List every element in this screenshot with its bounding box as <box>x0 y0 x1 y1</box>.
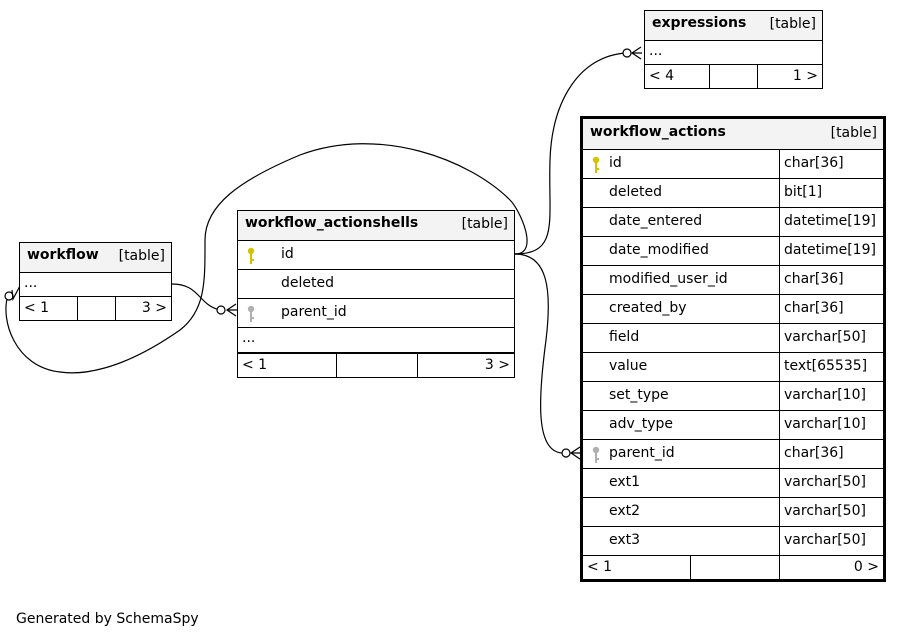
children-count[interactable]: 3 > <box>484 357 510 373</box>
column-type: varchar[50] <box>784 503 866 519</box>
column-name: adv_type <box>609 416 674 432</box>
column-name: ext3 <box>609 532 641 548</box>
crowfoot-icon <box>569 446 581 460</box>
more-columns: ... <box>24 275 38 291</box>
column-row[interactable]: id char[36] <box>583 150 883 179</box>
table-workflow-actions[interactable]: workflow_actions [table] id char[36] delet… <box>580 116 886 582</box>
crowfoot-icon <box>630 46 642 60</box>
children-count[interactable]: 3 > <box>141 300 167 316</box>
column-type: char[36] <box>784 155 844 171</box>
column-name: created_by <box>609 300 687 316</box>
table-workflow[interactable]: workflow [table] ... < 1 3 > <box>19 242 172 321</box>
foreign-key-icon <box>247 305 255 322</box>
more-columns-row: ... <box>20 273 171 297</box>
crowfoot-icon <box>225 303 237 317</box>
column-row[interactable]: adv_type varchar[10] <box>583 411 883 440</box>
more-columns-row: ... <box>645 41 822 65</box>
table-name: workflow <box>27 247 99 263</box>
column-row[interactable]: ext1 varchar[50] <box>583 469 883 498</box>
edge-actionshells-to-expressions <box>514 52 627 255</box>
column-name: ext2 <box>609 503 641 519</box>
column-name: field <box>609 329 640 345</box>
table-header: workflow_actions [table] <box>583 119 883 150</box>
edge-end-circle <box>561 448 571 458</box>
column-type: char[36] <box>784 271 844 287</box>
column-type: char[36] <box>784 445 844 461</box>
more-columns-row: ... <box>238 327 514 353</box>
column-row[interactable]: date_entered datetime[19] <box>583 208 883 237</box>
column-row[interactable]: deleted <box>238 270 514 299</box>
edge-workflow-to-actionshells-parent <box>171 283 221 311</box>
column-name: parent_id <box>609 445 675 461</box>
table-header: workflow [table] <box>20 243 171 273</box>
table-header: workflow_actionshells [table] <box>238 211 514 241</box>
table-footer: < 1 0 > <box>583 555 883 579</box>
table-name: workflow_actions <box>590 124 726 140</box>
column-type: datetime[19] <box>784 213 876 229</box>
column-name: modified_user_id <box>609 271 728 287</box>
column-name: date_entered <box>609 213 703 229</box>
parents-count[interactable]: < 1 <box>24 300 50 316</box>
foreign-key-icon <box>592 446 600 463</box>
parents-count[interactable]: < 4 <box>649 68 675 84</box>
children-count[interactable]: 0 > <box>853 559 879 575</box>
column-row[interactable]: ext3 varchar[50] <box>583 527 883 555</box>
column-row[interactable]: deleted bit[1] <box>583 179 883 208</box>
table-type: [table] <box>769 16 816 32</box>
column-row[interactable]: set_type varchar[10] <box>583 382 883 411</box>
column-type: varchar[50] <box>784 474 866 490</box>
table-expressions[interactable]: expressions [table] ... < 4 1 > <box>644 10 823 89</box>
column-type: varchar[50] <box>784 532 866 548</box>
table-header: expressions [table] <box>645 11 822 41</box>
table-type: [table] <box>830 125 877 141</box>
table-type: [table] <box>118 248 165 264</box>
column-type: text[65535] <box>784 358 868 374</box>
table-workflow-actionshells[interactable]: workflow_actionshells [table] id deleted p… <box>237 210 515 378</box>
column-name: parent_id <box>281 304 347 320</box>
column-name: value <box>609 358 648 374</box>
table-name: expressions <box>652 15 747 31</box>
column-type: varchar[10] <box>784 416 866 432</box>
column-name: deleted <box>281 275 334 291</box>
parents-count[interactable]: < 1 <box>587 559 613 575</box>
edge-actionshells-to-workflow <box>5 143 528 374</box>
table-type: [table] <box>461 216 508 232</box>
column-type: datetime[19] <box>784 242 876 258</box>
column-row[interactable]: modified_user_id char[36] <box>583 266 883 295</box>
table-footer: < 1 3 > <box>20 297 171 320</box>
column-row[interactable]: value text[65535] <box>583 353 883 382</box>
column-row[interactable]: field varchar[50] <box>583 324 883 353</box>
column-type: varchar[50] <box>784 329 866 345</box>
column-name: id <box>281 246 294 262</box>
column-name: deleted <box>609 184 662 200</box>
column-type: char[36] <box>784 300 844 316</box>
column-name: set_type <box>609 387 669 403</box>
column-row[interactable]: created_by char[36] <box>583 295 883 324</box>
crowfoot-icon <box>11 283 22 301</box>
children-count[interactable]: 1 > <box>792 68 818 84</box>
table-footer: < 4 1 > <box>645 65 822 88</box>
more-columns: ... <box>649 43 663 59</box>
column-row[interactable]: parent_id char[36] <box>583 440 883 469</box>
column-name: ext1 <box>609 474 641 490</box>
parents-count[interactable]: < 1 <box>242 357 268 373</box>
column-type: varchar[10] <box>784 387 866 403</box>
column-row[interactable]: ext2 varchar[50] <box>583 498 883 527</box>
column-name: id <box>609 155 622 171</box>
edge-actionshells-to-workflow-actions <box>514 253 566 454</box>
column-row[interactable]: parent_id <box>238 299 514 327</box>
column-name: date_modified <box>609 242 709 258</box>
primary-key-icon <box>247 247 255 264</box>
column-type: bit[1] <box>784 184 823 200</box>
table-name: workflow_actionshells <box>245 215 419 231</box>
table-footer: < 1 3 > <box>238 353 514 377</box>
column-row[interactable]: id <box>238 241 514 270</box>
edge-end-circle <box>216 305 226 315</box>
column-row[interactable]: date_modified datetime[19] <box>583 237 883 266</box>
generated-by-credit: Generated by SchemaSpy <box>16 611 199 627</box>
more-columns: ... <box>242 330 256 346</box>
primary-key-icon <box>592 156 600 173</box>
edge-end-circle <box>622 48 632 58</box>
